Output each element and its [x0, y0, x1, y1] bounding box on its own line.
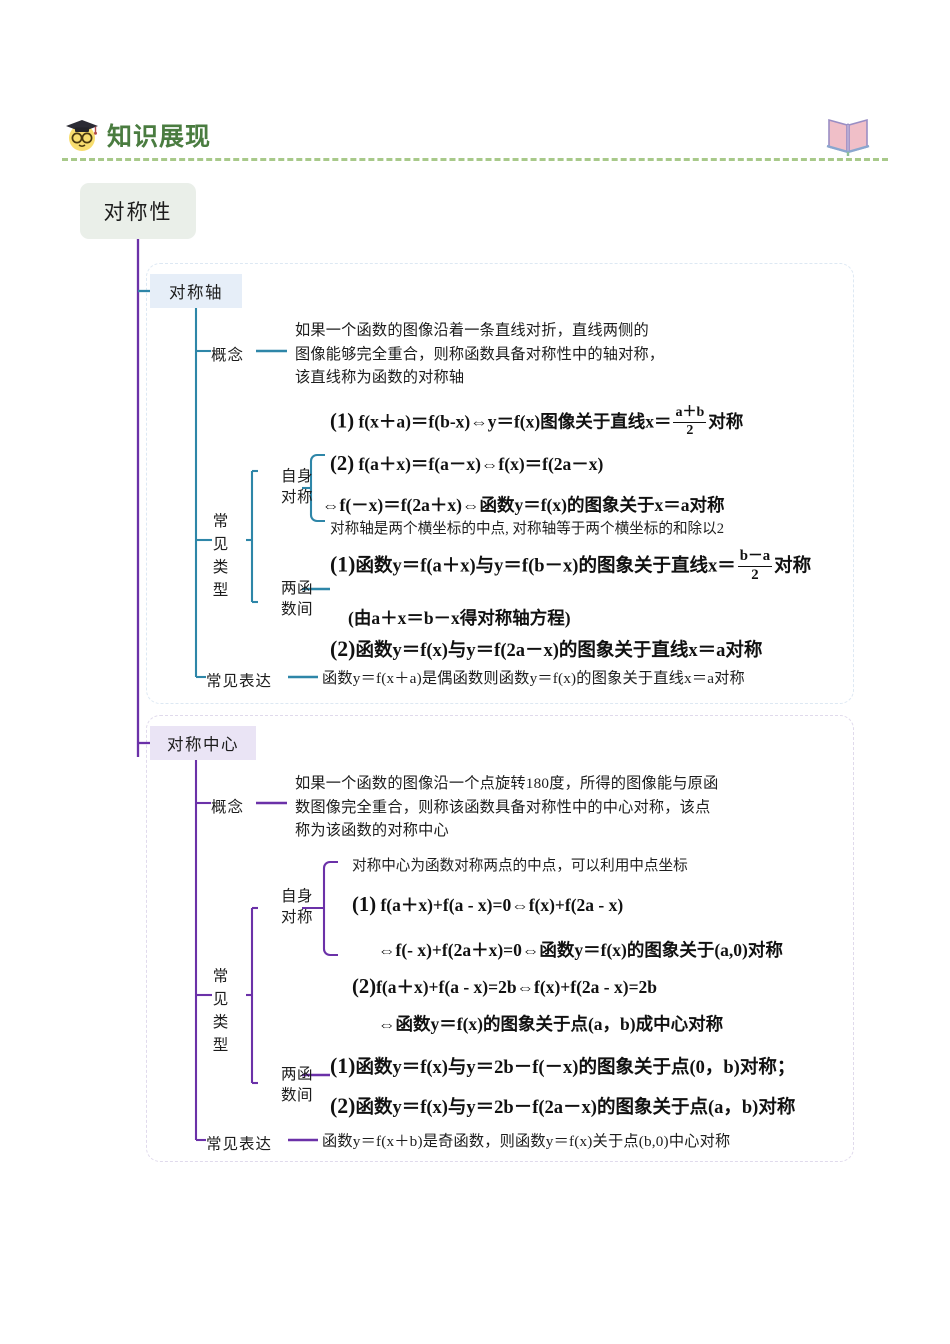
axis-formula-top-tail: 对称	[708, 411, 744, 432]
axis-formula-top: (1) f(x＋a)＝f(b-x)⇔y＝f(x)图像关于直线x＝a＋b 2 对称	[330, 405, 744, 440]
panel-axis-symmetry	[146, 263, 854, 704]
open-book-icon	[824, 110, 872, 158]
axis-concept-line-2: 图像能够完全重合，则称函数具备对称性中的轴对称，	[295, 345, 665, 363]
axis-self-formula-1: (2) f(a＋x)＝f(a－x)⇔f(x)＝f(2a－x)	[330, 451, 603, 476]
axis-pair-formula-note: (由a＋x＝b－x得对称轴方程)	[348, 608, 571, 628]
center-pair-formula-2: (2)函数y＝f(x)与y＝2b－f(2a－x)的图象关于点(a，b)对称	[330, 1093, 795, 1119]
center-self-formula-3-index: (2)	[352, 976, 377, 998]
axis-concept-line-3: 该直线称为函数的对称轴	[295, 369, 465, 386]
axis-formula-top-fraction: a＋b 2	[673, 405, 707, 439]
axis-concept-text: 如果一个函数的图像沿着一条直线对折，直线两侧的 图像能够完全重合，则称函数具备对…	[295, 319, 835, 390]
page-title: 知识展现	[107, 122, 212, 151]
axis-pair-formula-2: (2)函数y＝f(x)与y＝f(2a－x)的图象关于直线x＝a对称	[330, 636, 762, 662]
center-self-formula-3-text: f(a＋x)+f(a - x)=2b⇔f(x)+f(2a - x)=2b	[376, 977, 658, 997]
node-axis-expression-label[interactable]: 常见表达	[206, 673, 273, 690]
axis-concept-line-1: 如果一个函数的图像沿着一条直线对折，直线两侧的	[295, 322, 649, 339]
graduate-face-icon	[62, 114, 102, 154]
center-pair-formula-2-index: (2)	[330, 1094, 356, 1118]
axis-self-formula-2: ⇔f(－x)＝f(2a＋x)⇔函数y＝f(x)的图象关于x＝a对称	[322, 492, 724, 517]
center-concept-line-2: 数图像完全重合，则称该函数具备对称性中的中心对称，该点	[295, 798, 711, 816]
axis-self-formula-1-index: (2)	[330, 453, 355, 475]
center-self-formula-4-text: ⇔函数y＝f(x)的图象关于点(a，b)成中心对称	[378, 1014, 724, 1034]
center-pair-formula-1: (1)函数y＝f(x)与y＝2b－f(－x)的图象关于点(0，b)对称；	[330, 1053, 795, 1079]
root-node[interactable]: 对称性	[80, 183, 196, 239]
center-self-formula-4: ⇔函数y＝f(x)的图象关于点(a，b)成中心对称	[378, 1011, 723, 1036]
axis-pair-formula-2-index: (2)	[330, 637, 356, 661]
axis-pair-formula-1-tail: 对称	[774, 556, 812, 577]
branch-title-axis[interactable]: 对称轴	[150, 274, 242, 308]
axis-expression-text: 函数y＝f(x＋a)是偶函数则函数y＝f(x)的图象关于直线x＝a对称	[322, 670, 745, 687]
axis-pair-formula-1: (1)函数y＝f(a＋x)与y＝f(b－x)的图象关于直线x＝b－a 2 对称	[330, 548, 812, 585]
node-center-pair-label[interactable]: 两函数间	[280, 1066, 313, 1104]
node-axis-concept-label[interactable]: 概念	[211, 347, 245, 364]
axis-self-note: 对称轴是两个横坐标的中点, 对称轴等于两个横坐标的和除以2	[330, 521, 725, 537]
center-self-formula-1-index: (1)	[352, 894, 377, 916]
center-pair-formula-1-text: 函数y＝f(x)与y＝2b－f(－x)的图象关于点(0，b)对称；	[355, 1058, 796, 1078]
node-center-expression-label[interactable]: 常见表达	[206, 1136, 273, 1153]
branch-title-center[interactable]: 对称中心	[150, 726, 256, 760]
center-self-formula-2: ⇔f(- x)+f(2a＋x)=0⇔函数y＝f(x)的图象关于(a,0)对称	[378, 937, 783, 962]
node-axis-types-label[interactable]: 常见类型	[212, 513, 230, 599]
center-concept-line-3: 称为该函数的对称中心	[295, 822, 449, 839]
axis-pair-formula-2-text: 函数y＝f(x)与y＝f(2a－x)的图象关于直线x＝a对称	[355, 641, 763, 661]
axis-self-formula-1-text: f(a＋x)＝f(a－x)⇔f(x)＝f(2a－x)	[358, 454, 604, 474]
header-divider	[62, 158, 888, 161]
fraction-denominator: 2	[686, 423, 694, 439]
fraction-numerator: b－a	[739, 548, 771, 564]
center-expression-text: 函数y＝f(x＋b)是奇函数，则函数y＝f(x)关于点(b,0)中心对称	[322, 1133, 731, 1150]
center-self-note: 对称中心为函数对称两点的中点，可以利用中点坐标	[352, 858, 688, 874]
fraction-denominator: 2	[751, 567, 759, 584]
node-center-types-label[interactable]: 常见类型	[212, 968, 230, 1054]
axis-pair-formula-1-lhs: 函数y＝f(a＋x)与y＝f(b－x)的图象关于直线x＝	[355, 556, 736, 577]
center-pair-formula-2-text: 函数y＝f(x)与y＝2b－f(2a－x)的图象关于点(a，b)对称	[355, 1098, 796, 1118]
center-self-formula-1: (1) f(a＋x)+f(a - x)=0⇔f(x)+f(2a - x)	[352, 892, 623, 917]
center-self-formula-2-text: ⇔f(- x)+f(2a＋x)=0⇔函数y＝f(x)的图象关于(a,0)对称	[378, 940, 783, 960]
center-concept-text: 如果一个函数的图像沿一个点旋转180度，所得的图像能与原函 数图像完全重合，则称…	[295, 772, 855, 843]
node-axis-pair-label[interactable]: 两函数间	[280, 580, 313, 618]
axis-self-formula-2-text: ⇔f(－x)＝f(2a＋x)⇔函数y＝f(x)的图象关于x＝a对称	[322, 495, 725, 515]
axis-formula-top-lhs: f(x＋a)＝f(b-x)⇔y＝f(x)图像关于直线x＝	[358, 411, 672, 432]
axis-pair-formula-1-index: (1)	[330, 552, 356, 577]
axis-formula-top-index: (1)	[330, 410, 355, 433]
node-center-concept-label[interactable]: 概念	[211, 799, 245, 816]
node-center-self-label[interactable]: 自身对称	[280, 888, 313, 926]
fraction-numerator: a＋b	[675, 405, 705, 420]
center-self-formula-3: (2)f(a＋x)+f(a - x)=2b⇔f(x)+f(2a - x)=2b	[352, 974, 657, 999]
panel-center-symmetry	[146, 715, 854, 1162]
center-self-formula-1-text: f(a＋x)+f(a - x)=0⇔f(x)+f(2a - x)	[380, 895, 624, 915]
node-axis-self-label[interactable]: 自身对称	[280, 468, 313, 506]
center-pair-formula-1-index: (1)	[330, 1054, 356, 1078]
axis-pair-fraction: b－a 2	[737, 548, 773, 584]
page-header: 知识展现	[62, 108, 888, 164]
center-concept-line-1: 如果一个函数的图像沿一个点旋转180度，所得的图像能与原函	[295, 775, 719, 792]
